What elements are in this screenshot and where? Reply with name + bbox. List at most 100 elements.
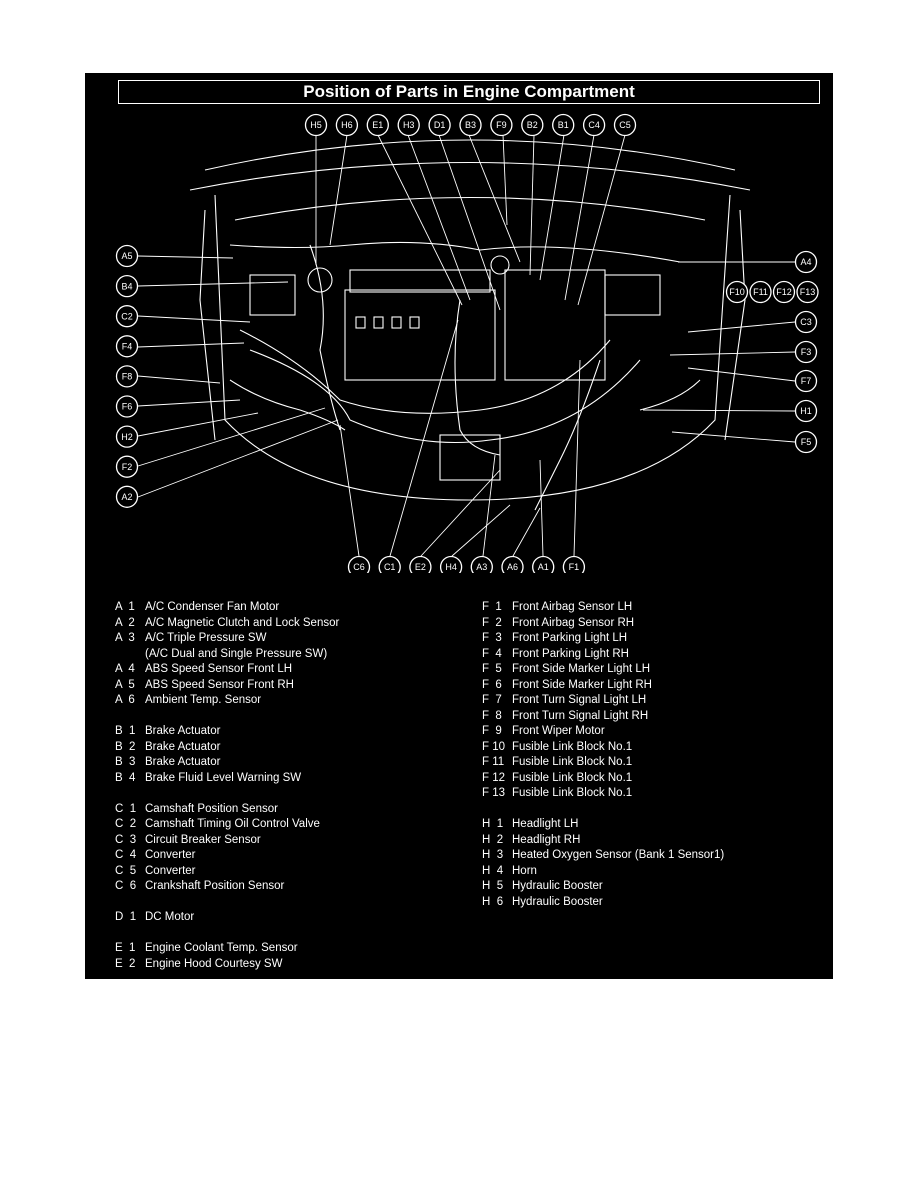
legend-text: Brake Actuator <box>145 740 221 753</box>
legend-row: C 4 Converter <box>115 848 339 864</box>
legend-code: F 6 <box>482 678 502 691</box>
callout-f7: F7 <box>794 369 818 393</box>
engine-drawing <box>189 139 751 511</box>
legend-code: B 4 <box>115 771 136 784</box>
legend-text: Front Airbag Sensor LH <box>512 601 633 613</box>
legend-text: Front Side Marker Light RH <box>512 678 652 691</box>
svg-text:B4: B4 <box>121 281 132 291</box>
legend-text: Front Side Marker Light LH <box>512 663 651 675</box>
svg-text:A2: A2 <box>121 492 132 502</box>
legend-text: Camshaft Timing Oil Control Valve <box>145 818 320 830</box>
svg-text:B1: B1 <box>558 120 569 130</box>
callout-c6: C6 <box>347 555 371 573</box>
callout-e1: E1 <box>366 113 389 137</box>
svg-text:A4: A4 <box>800 257 811 267</box>
legend-text: Brake Actuator <box>145 725 221 737</box>
legend-text: Ambient Temp. Sensor <box>145 694 262 706</box>
legend-text: Front Airbag Sensor RH <box>512 616 635 629</box>
callout-f10: F10 <box>725 280 749 304</box>
legend-row: A 2 A/C Magnetic Clutch and Lock Sensor <box>115 616 339 632</box>
callout-f8: F8 <box>115 365 139 388</box>
svg-text:F5: F5 <box>801 437 812 447</box>
svg-text:H3: H3 <box>403 120 415 130</box>
legend-text: DC Motor <box>145 911 195 923</box>
page-title: Position of Parts in Engine Compartment <box>118 80 820 104</box>
legend-code: C 3 <box>115 833 137 846</box>
svg-text:F6: F6 <box>122 402 133 412</box>
legend-code: H 2 <box>482 833 504 846</box>
legend-code: H 5 <box>482 880 504 892</box>
svg-text:H5: H5 <box>310 120 322 130</box>
svg-text:H1: H1 <box>800 406 812 416</box>
legend-text: Converter <box>145 849 196 861</box>
callout-a1: A1 <box>532 555 555 573</box>
callout-f11: F11 <box>749 280 772 304</box>
legend-code: F 5 <box>482 663 502 675</box>
svg-text:A1: A1 <box>538 562 549 572</box>
callout-a5: A5 <box>115 244 139 268</box>
callout-b1: B1 <box>552 113 575 137</box>
callout-h1: H1 <box>794 399 818 423</box>
svg-text:F10: F10 <box>729 287 745 297</box>
legend-row: F 6 Front Side Marker Light RH <box>482 678 724 694</box>
legend-text: Camshaft Position Sensor <box>145 802 278 815</box>
legend-row: H 4 Horn <box>482 864 724 880</box>
legend-text: A/C Magnetic Clutch and Lock Sensor <box>145 616 340 629</box>
callout-a2: A2 <box>115 485 139 508</box>
legend-code: H 4 <box>482 864 504 877</box>
callout-b3: B3 <box>459 113 482 137</box>
legend-code: B 1 <box>115 725 136 737</box>
callout-f5: F5 <box>794 430 818 454</box>
legend-row <box>115 895 339 911</box>
svg-text:C3: C3 <box>800 317 812 327</box>
legend-text: Horn <box>512 864 537 877</box>
svg-text:C4: C4 <box>588 120 600 130</box>
legend-code: C 6 <box>115 880 137 892</box>
legend-code: C 4 <box>115 849 137 861</box>
callout-c4: C4 <box>582 113 606 137</box>
legend-code: F 7 <box>482 694 502 706</box>
svg-text:C1: C1 <box>384 562 396 572</box>
callout-h4: H4 <box>439 555 463 573</box>
legend-code: H 3 <box>482 849 504 861</box>
legend-code: A 2 <box>115 616 135 629</box>
callout-h3: H3 <box>397 113 420 137</box>
legend-code: D 1 <box>115 911 137 923</box>
legend-row: (A/C Dual and Single Pressure SW) <box>115 647 339 663</box>
svg-text:B2: B2 <box>527 120 538 130</box>
legend-text: Engine Coolant Temp. Sensor <box>145 942 298 954</box>
svg-text:C6: C6 <box>353 562 365 572</box>
legend-code: A 5 <box>115 678 135 691</box>
legend-code: F 4 <box>482 647 502 660</box>
svg-text:H4: H4 <box>445 562 457 572</box>
legend-text: Front Wiper Motor <box>512 725 605 737</box>
legend-text: Hydraulic Booster <box>512 895 603 908</box>
svg-text:F8: F8 <box>122 372 133 382</box>
legend-code: A 3 <box>115 632 135 644</box>
svg-text:C2: C2 <box>121 311 133 321</box>
legend-code: F 10 <box>482 740 506 753</box>
legend-text: Fusible Link Block No.1 <box>512 771 633 784</box>
legend-text: Front Parking Light LH <box>512 632 628 644</box>
legend-text: Headlight LH <box>512 818 579 830</box>
